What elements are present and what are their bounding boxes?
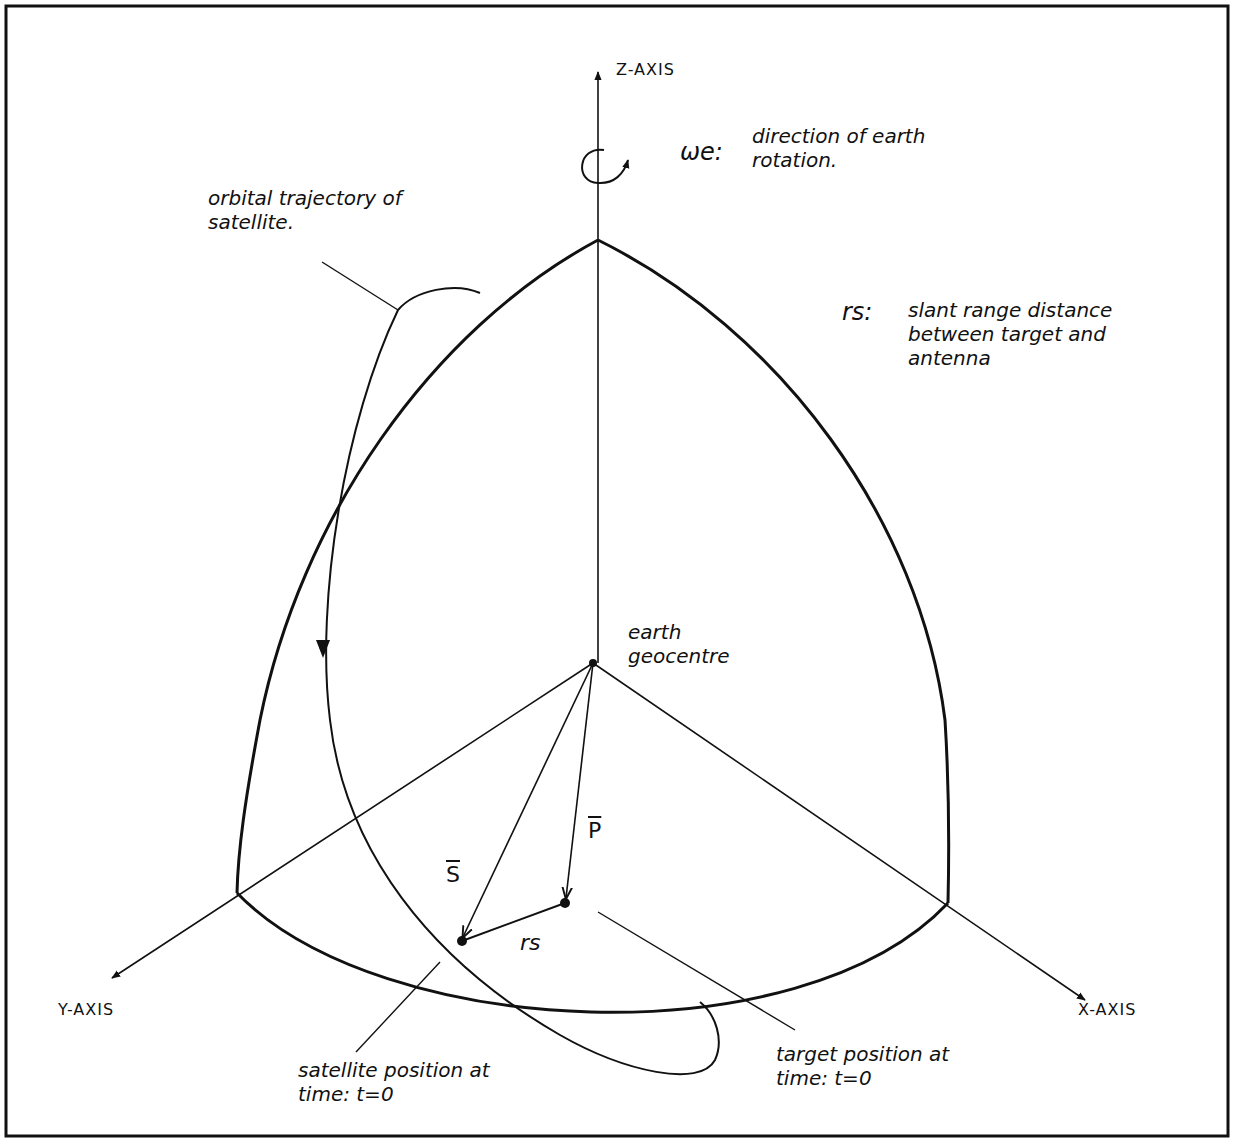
vector-label: S xyxy=(446,862,460,888)
geocentre-dot xyxy=(589,659,597,667)
slant-range-label: rs xyxy=(520,930,541,956)
rotation-note: direction of earth rotation. xyxy=(752,124,942,172)
orbit-path xyxy=(326,288,719,1074)
orbit-label: orbital trajectory of satellite. xyxy=(208,186,458,234)
slant-range-line xyxy=(462,903,565,941)
rotation-symbol-label: ωe: xyxy=(680,138,723,167)
z-axis xyxy=(597,72,599,663)
target-position-label: target position at time: t=0 xyxy=(776,1042,1006,1090)
target-vector xyxy=(566,663,593,898)
leader-line xyxy=(598,912,795,1030)
satellite-position-label: satellite position at time: t=0 xyxy=(298,1058,538,1106)
axis-label: Z-AXIS xyxy=(616,60,675,79)
x-axis xyxy=(593,663,1085,1000)
slant-range-note: slant range distance between target and … xyxy=(908,298,1178,370)
target-dot xyxy=(560,898,570,908)
satellite-dot xyxy=(457,936,467,946)
slant-range-symbol: rs: xyxy=(842,298,872,327)
vector-label: P xyxy=(588,818,601,844)
frame xyxy=(6,6,1228,1136)
axis-label: X-AXIS xyxy=(1078,1000,1136,1019)
leader-line xyxy=(322,262,398,310)
satellite-vector xyxy=(463,663,593,937)
octant-edge xyxy=(598,240,949,903)
octant-edge xyxy=(237,893,948,1012)
orbit-arrow xyxy=(316,640,330,658)
octant-edge xyxy=(237,240,598,893)
axis-label: Y-AXIS xyxy=(58,1000,114,1019)
y-axis xyxy=(112,663,593,978)
rotation-symbol xyxy=(582,150,628,183)
leader-line xyxy=(356,962,440,1052)
geocentre-label: earth geocentre xyxy=(628,620,758,668)
